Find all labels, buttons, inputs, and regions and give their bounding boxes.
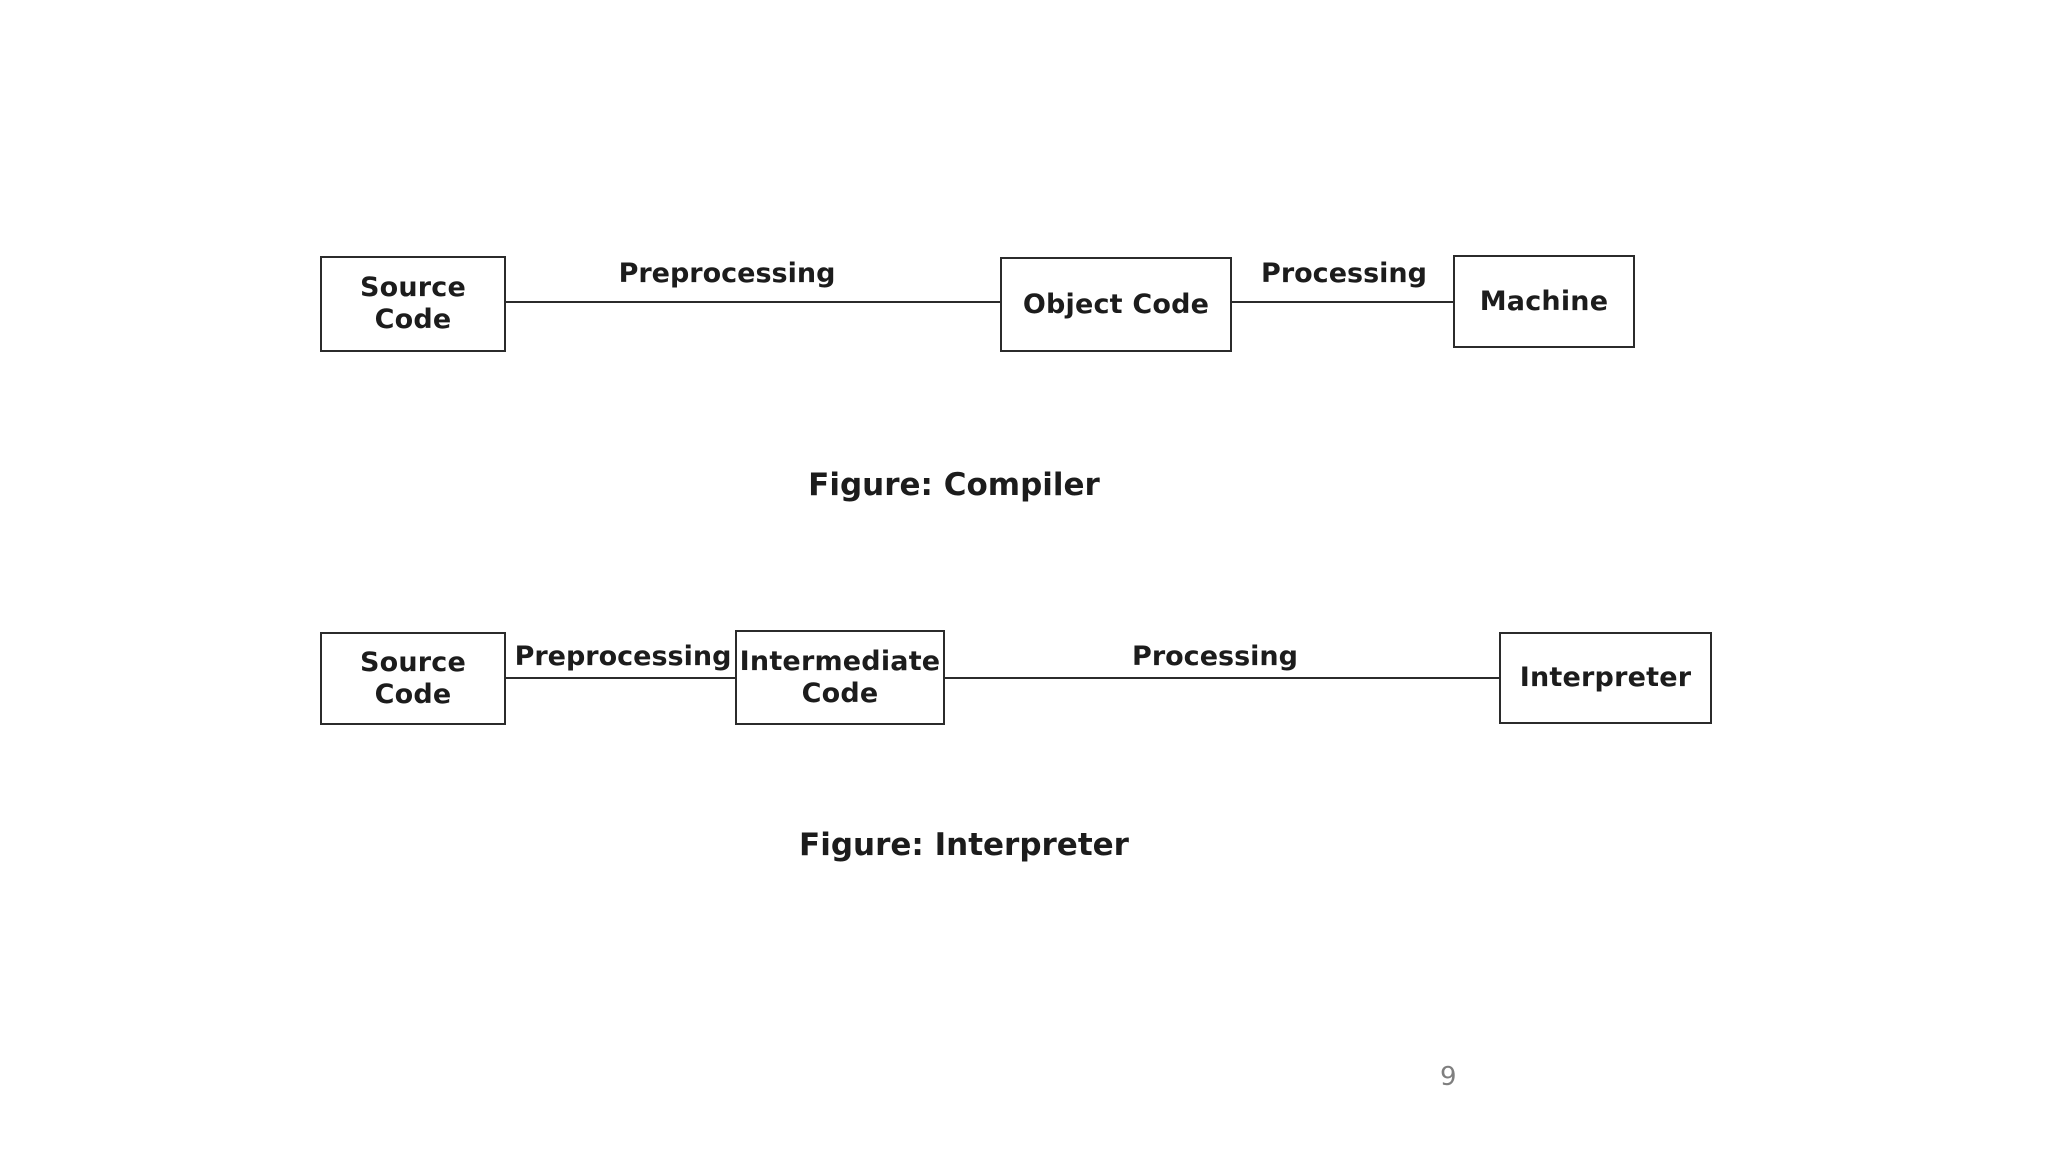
node-intermediate-code-label-line1: Intermediate — [739, 645, 941, 677]
node-source-code-label-line1: Source — [359, 272, 467, 304]
edge-preprocessing-line — [506, 677, 735, 679]
edge-preprocessing-line — [506, 301, 1000, 303]
page-number: 9 — [1440, 1062, 1457, 1092]
edge-preprocessing-label: Preprocessing — [618, 258, 836, 289]
node-source-code-label-line1: Source — [359, 646, 467, 678]
node-object-code-label: Object Code — [1022, 288, 1210, 320]
node-source-code: Source Code — [320, 256, 506, 352]
node-source-code-label-line2: Code — [374, 678, 452, 710]
node-source-code-label-line2: Code — [374, 304, 452, 335]
node-machine: Machine — [1453, 255, 1635, 348]
node-interpreter-label: Interpreter — [1519, 662, 1692, 694]
node-interpreter: Interpreter — [1499, 632, 1712, 724]
edge-processing-line — [945, 677, 1499, 679]
edge-processing-label: Processing — [1261, 258, 1427, 289]
node-machine-label: Machine — [1479, 285, 1609, 317]
edge-processing-line — [1232, 301, 1453, 303]
edge-processing-label: Processing — [1132, 641, 1298, 672]
compiler-figure-caption: Figure: Compiler — [808, 467, 1100, 503]
node-object-code: Object Code — [1000, 257, 1232, 352]
interpreter-figure-caption: Figure: Interpreter — [799, 827, 1129, 863]
node-intermediate-code: Intermediate Code — [735, 630, 945, 725]
node-source-code: Source Code — [320, 632, 506, 725]
node-intermediate-code-label-line2: Code — [801, 677, 879, 709]
edge-preprocessing-label: Preprocessing — [514, 641, 732, 672]
